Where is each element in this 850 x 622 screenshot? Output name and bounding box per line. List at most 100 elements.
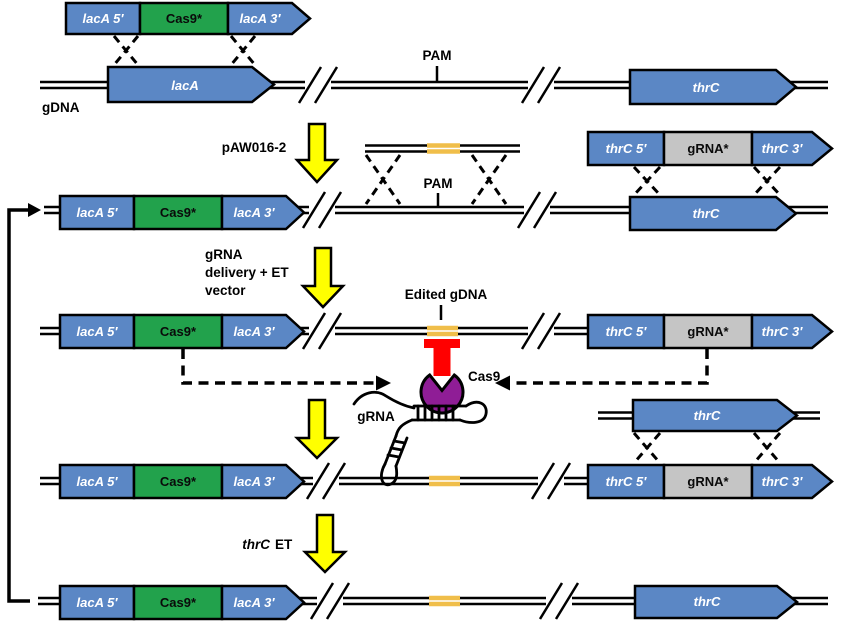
step2-label: gRNA delivery + ET vector: [205, 247, 289, 298]
cas9-label-row3: Cas9*: [160, 324, 197, 339]
laca5-segment-row5: [58, 584, 136, 621]
loopback-arrow: [7, 203, 41, 603]
step2-line3: vector: [205, 283, 246, 298]
grna-segment-row2: [662, 130, 754, 167]
recombination-cross-row1: [112, 35, 257, 66]
donor-cross-left: [364, 154, 402, 205]
grna-cassette-row2: thrC 5′ gRNA* thrC 3′: [586, 130, 834, 167]
thrc-gene-donor: [631, 398, 800, 433]
grna-segment-row4: [662, 463, 754, 500]
thrc3-label-row2: thrC 3′: [762, 141, 804, 156]
grna-cassette-row4: thrC 5′ gRNA* thrC 3′: [586, 463, 834, 500]
grna-segment-row3: [662, 313, 754, 350]
edit-site-mask: [427, 139, 460, 157]
laca-gene-row1: [106, 65, 277, 104]
edit-site-mask-row4: [429, 472, 460, 489]
cas9-cassette-row1: lacA 5′ Cas9* lacA 3′: [64, 1, 312, 36]
thrc-gene-row5: [633, 584, 800, 620]
laca5-label-row4: lacA 5′: [77, 474, 119, 489]
thrc5-label-row4: thrC 5′: [606, 474, 648, 489]
row3-break-left: [301, 312, 343, 350]
edit-site-row5: [429, 595, 460, 607]
laca3-segment-row1: [226, 1, 312, 36]
cas9-expression-arrow: [181, 349, 391, 391]
laca3-segment-row5: [220, 584, 306, 621]
grna-label: gRNA: [357, 409, 395, 424]
recombination-cross-row2-thrc: [632, 165, 782, 197]
thrc5-segment-row4: [586, 463, 666, 500]
row5-break-left: [309, 582, 351, 620]
thrc-gene-label-row1: thrC: [693, 80, 720, 95]
row5-genomic-dna: thrC: [38, 582, 828, 620]
laca5-label-row3: lacA 5′: [77, 324, 119, 339]
grna-label-row3: gRNA*: [687, 324, 729, 339]
step4-suffix: ET: [275, 537, 293, 552]
laca-gene-label-row1: lacA: [171, 78, 198, 93]
laca3-label-row1: lacA 3′: [240, 11, 282, 26]
laca5-label-row2: lacA 5′: [77, 205, 119, 220]
cas9-cassette-row2: lacA 5′ Cas9* lacA 3′: [58, 194, 306, 231]
step2-arrow: [300, 246, 346, 309]
step2-line2: delivery + ET: [205, 265, 289, 280]
grna-label-row4: gRNA*: [687, 474, 729, 489]
thrc-gene-label-row2: thrC: [693, 206, 720, 221]
thrc3-segment-row2: [750, 130, 834, 167]
cas9-cassette-row5: lacA 5′ Cas9* lacA 3′: [58, 584, 306, 621]
gdna-label: gDNA: [42, 100, 80, 115]
thrc-cross-left: [632, 432, 662, 464]
row3-break-right: [520, 312, 562, 350]
grna-scaffold: [352, 390, 488, 487]
edit-site-row4: [429, 475, 460, 487]
row5-break-right: [538, 582, 580, 620]
thrc5-label-row2: thrC 5′: [606, 141, 648, 156]
donor-fragment-row2: [364, 139, 520, 205]
row4-break-left: [305, 462, 347, 500]
thrc3-segment-row3: [750, 313, 834, 350]
thrc5-label-row3: thrC 5′: [606, 324, 648, 339]
thrc-cross-right: [752, 432, 782, 464]
edit-site-mask-row3: [427, 322, 458, 339]
row1-break-left: [297, 66, 339, 104]
pam-label-row2: PAM: [424, 176, 453, 191]
row1-break-right: [520, 66, 562, 104]
step2-line1: gRNA: [205, 247, 243, 262]
cas9-label-row5: Cas9*: [160, 595, 197, 610]
thrc-gene-row1: [628, 68, 798, 106]
donor-cross-right: [470, 154, 508, 205]
thrc3-label-row4: thrC 3′: [762, 474, 804, 489]
laca3-label-row3: lacA 3′: [234, 324, 276, 339]
cas9-segment-row5: [132, 584, 224, 621]
thrc3-segment-row4: [750, 463, 834, 500]
cas9-segment-row2: [132, 194, 224, 231]
step1-label: pAW016-2: [222, 140, 287, 155]
edited-gdna-label: Edited gDNA: [405, 287, 488, 302]
edit-site-mask-row5: [429, 592, 460, 609]
laca3-label-row5: lacA 3′: [234, 595, 276, 610]
thrc-donor-fragment: thrC: [598, 398, 820, 464]
cas9-segment-row4: [132, 463, 224, 500]
step4-label: thrC ET: [242, 537, 293, 552]
thrc5-segment-row3: [586, 313, 666, 350]
laca3-label-row4: lacA 3′: [234, 474, 276, 489]
blocked-cleavage-symbol: [424, 339, 460, 376]
grna-cassette-row3: thrC 5′ gRNA* thrC 3′: [586, 313, 834, 350]
cas9-label-row4: Cas9*: [160, 474, 197, 489]
laca3-segment-row4: [220, 463, 306, 500]
step4-arrow: [301, 513, 349, 574]
laca5-segment-row4: [58, 463, 136, 500]
cas9-protein-label: Cas9: [468, 369, 500, 384]
laca3-segment-row3: [220, 313, 306, 350]
cas9-cassette-row3: lacA 5′ Cas9* lacA 3′: [58, 313, 306, 350]
cas9-segment-row3: [132, 313, 224, 350]
thrc-gene-label-row5: thrC: [694, 594, 721, 609]
row2-break-right: [516, 191, 558, 229]
row2-break-left: [301, 191, 343, 229]
grna-expression-arrow: [495, 349, 709, 391]
step4-gene: thrC: [242, 537, 270, 552]
laca3-segment-row2: [220, 194, 306, 231]
cas9-cassette-row4: lacA 5′ Cas9* lacA 3′: [58, 463, 306, 500]
edit-site-donor: [427, 143, 460, 154]
row1-genomic-dna: PAM lacA thrC gDNA: [40, 48, 828, 115]
cas9-label-row2: Cas9*: [160, 205, 197, 220]
